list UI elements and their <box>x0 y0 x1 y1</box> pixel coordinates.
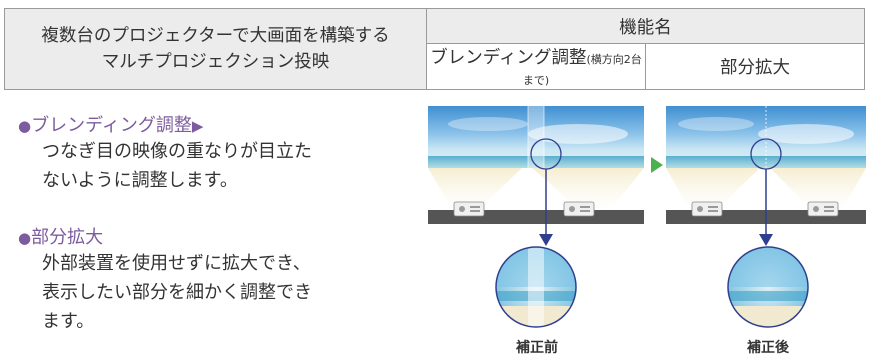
magnified-circle <box>495 246 577 328</box>
section-zoom-body: 外部装置を使用せずに拡大でき、 表示したい部分を細かく調整でき ます。 <box>42 249 312 336</box>
bullet-icon: ● <box>18 117 32 135</box>
projector-icon <box>807 201 839 217</box>
header-left-line2: マルチプロジェクション投映 <box>101 52 330 72</box>
overlap-band <box>528 106 544 168</box>
projector-beam <box>770 168 866 210</box>
body-line: 表示したい部分を細かく調整でき <box>42 282 312 303</box>
body-line: ないように調整します。 <box>42 170 238 191</box>
cloud <box>678 117 754 131</box>
cell-blending: ブレンディング調整(横方向2台まで) <box>426 43 646 90</box>
header-left-line1: 複数台のプロジェクターで大画面を構築する <box>41 26 390 46</box>
diagram-after <box>666 106 866 338</box>
projector-beam <box>428 168 522 210</box>
cloud <box>528 124 628 144</box>
table-header-multiprojection: 複数台のプロジェクターで大画面を構築する マルチプロジェクション投映 <box>4 8 427 90</box>
projector-beam <box>532 168 644 210</box>
projector-beam <box>666 168 760 210</box>
section-title-text: ブレンディング調整 <box>31 115 192 136</box>
diagram-before <box>428 106 644 338</box>
blending-label: ブレンディング調整 <box>430 48 587 68</box>
feature-table: 複数台のプロジェクターで大画面を構築する マルチプロジェクション投映 機能名 ブ… <box>4 8 865 90</box>
blending-note: (横方向2台まで) <box>522 53 642 87</box>
projector-icon <box>563 201 595 217</box>
magnified-seam <box>528 247 544 327</box>
body-line: ます。 <box>42 311 95 332</box>
arrow-down-icon <box>539 234 553 246</box>
section-zoom-title: ●部分拡大 <box>18 223 103 249</box>
section-blending-body: つなぎ目の映像の重なりが目立た ないように調整します。 <box>42 137 312 195</box>
section-title-text: 部分拡大 <box>31 227 104 248</box>
arrow-down-icon <box>759 234 773 246</box>
cloud <box>448 117 528 131</box>
header-function-name: 機能名 <box>426 8 865 44</box>
body-line: つなぎ目の映像の重なりが目立た <box>42 141 312 162</box>
caption-after: 補正後 <box>747 340 789 356</box>
caption-before: 補正前 <box>516 340 558 356</box>
screen-sea <box>428 156 644 168</box>
triangle-right-icon: ▶ <box>191 117 204 135</box>
projector-icon <box>453 201 485 217</box>
arrow-right-icon <box>651 157 663 173</box>
cell-partial-zoom: 部分拡大 <box>645 43 865 90</box>
section-blending-title: ●ブレンディング調整▶ <box>18 111 203 137</box>
body-line: 外部装置を使用せずに拡大でき、 <box>42 253 311 274</box>
magnified-circle <box>727 246 809 328</box>
bullet-icon: ● <box>18 229 32 247</box>
cloud <box>758 124 854 144</box>
projector-icon <box>691 201 723 217</box>
